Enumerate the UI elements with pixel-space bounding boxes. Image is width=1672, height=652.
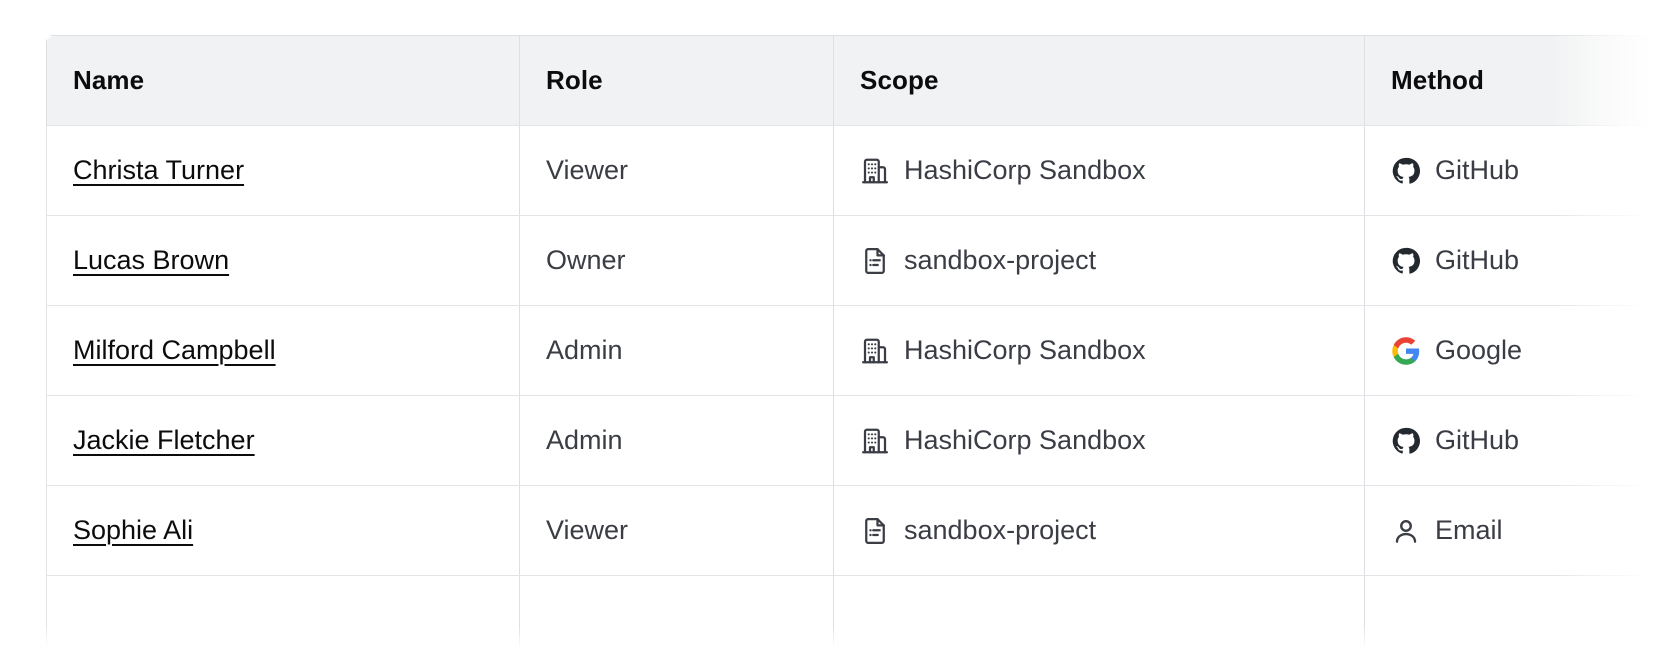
project-icon	[860, 516, 890, 546]
scope-value: HashiCorp Sandbox	[904, 155, 1146, 185]
cell-method: GitHub	[1364, 125, 1672, 216]
cell-scope: sandbox-project	[833, 215, 1365, 306]
cell-name: Jackie Fletcher	[46, 395, 520, 486]
role-value: Viewer	[546, 515, 629, 545]
cell-name	[46, 575, 520, 652]
cell-role: Viewer	[519, 485, 834, 576]
cell-role: Owner	[519, 215, 834, 306]
github-icon	[1391, 426, 1421, 456]
cell-scope: HashiCorp Sandbox	[833, 305, 1365, 396]
github-icon	[1391, 156, 1421, 186]
table-row: Lucas Brown Owner	[46, 215, 1672, 306]
scope-value: sandbox-project	[904, 245, 1097, 275]
scope-value: HashiCorp Sandbox	[904, 425, 1146, 455]
user-name-link[interactable]: Lucas Brown	[73, 245, 230, 275]
permissions-table-container: Name Role Scope Method Christa Turner Vi…	[46, 35, 1672, 652]
cell-role: Viewer	[519, 125, 834, 216]
cell-role: Admin	[519, 395, 834, 486]
method-value: Google	[1435, 335, 1523, 365]
method-value: GitHub	[1435, 245, 1520, 275]
method-value: GitHub	[1435, 155, 1520, 185]
cell-scope: HashiCorp Sandbox	[833, 395, 1365, 486]
cell-name: Sophie Ali	[46, 485, 520, 576]
table-row: Christa Turner Viewer	[46, 125, 1672, 216]
scope-value: HashiCorp Sandbox	[904, 335, 1146, 365]
column-header-name[interactable]: Name	[46, 35, 520, 126]
table-header-row: Name Role Scope Method	[46, 35, 1672, 126]
cell-name: Christa Turner	[46, 125, 520, 216]
user-name-link[interactable]: Christa Turner	[73, 155, 245, 185]
cell-role	[519, 575, 834, 652]
organization-icon	[860, 156, 890, 186]
cell-method: GitHub	[1364, 395, 1672, 486]
column-header-method[interactable]: Method	[1364, 35, 1672, 126]
table-body: Christa Turner Viewer	[46, 125, 1672, 652]
cell-method: GitHub	[1364, 215, 1672, 306]
user-icon	[1391, 516, 1421, 546]
permissions-table: Name Role Scope Method Christa Turner Vi…	[46, 35, 1672, 652]
cell-scope	[833, 575, 1365, 652]
user-name-link[interactable]: Milford Campbell	[73, 335, 276, 365]
table-row	[46, 575, 1672, 652]
table-row: Sophie Ali Viewer	[46, 485, 1672, 576]
user-name-link[interactable]: Jackie Fletcher	[73, 425, 255, 455]
table-row: Jackie Fletcher Admin	[46, 395, 1672, 486]
google-icon	[1391, 336, 1421, 366]
cell-name: Milford Campbell	[46, 305, 520, 396]
cell-role: Admin	[519, 305, 834, 396]
project-icon	[860, 246, 890, 276]
method-value: Email	[1435, 515, 1503, 545]
user-name-link[interactable]: Sophie Ali	[73, 515, 194, 545]
cell-scope: HashiCorp Sandbox	[833, 125, 1365, 216]
method-value: GitHub	[1435, 425, 1520, 455]
cell-method: Email	[1364, 485, 1672, 576]
column-header-scope[interactable]: Scope	[833, 35, 1365, 126]
organization-icon	[860, 336, 890, 366]
column-header-role[interactable]: Role	[519, 35, 834, 126]
organization-icon	[860, 426, 890, 456]
cell-name: Lucas Brown	[46, 215, 520, 306]
cell-scope: sandbox-project	[833, 485, 1365, 576]
role-value: Owner	[546, 245, 626, 275]
scope-value: sandbox-project	[904, 515, 1097, 545]
cell-method: Google	[1364, 305, 1672, 396]
cell-method	[1364, 575, 1672, 652]
table-row: Milford Campbell Admin	[46, 305, 1672, 396]
table-header: Name Role Scope Method	[46, 35, 1672, 126]
role-value: Viewer	[546, 155, 629, 185]
role-value: Admin	[546, 425, 623, 455]
github-icon	[1391, 246, 1421, 276]
role-value: Admin	[546, 335, 623, 365]
